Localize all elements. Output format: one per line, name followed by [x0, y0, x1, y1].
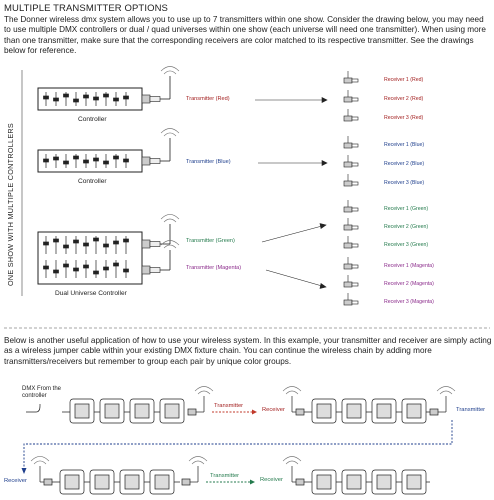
jumper-paragraph: Below is another useful application of h…: [4, 336, 492, 366]
chain-receiver-3-label: Receiver: [260, 477, 283, 483]
receiver-blue-1-label: Receiver 1 (Blue): [384, 142, 425, 148]
intro-paragraph: The Donner wireless dmx system allows yo…: [4, 15, 486, 56]
transmitter-blue-label: Transmitter (Blue): [186, 159, 231, 165]
controller-1-faders: [43, 92, 129, 106]
receiver-red-3-label: Receiver 3 (Red): [384, 115, 424, 121]
receiver-magenta-1-label: Receiver 1 (Magenta): [384, 263, 434, 269]
receiver-red-1-label: Receiver 1 (Red): [384, 77, 424, 83]
receiver-red-2-label: Receiver 2 (Red): [384, 96, 424, 102]
receiver-blue-2-label: Receiver 2 (Blue): [384, 161, 425, 167]
receiver-green-1-label: Receiver 1 (Green): [384, 206, 429, 212]
chain-transmitter-3-label: Transmitter: [210, 473, 240, 479]
signal-arrows: [255, 97, 328, 289]
controller-1-label: Controller: [78, 116, 107, 123]
receiver-magenta-2-label: Receiver 2 (Magenta): [384, 281, 434, 287]
receiver-blue-3-label: Receiver 3 (Blue): [384, 180, 425, 186]
chain-receiver-1-label: Receiver: [262, 407, 285, 413]
transmitter-green-label: Transmitter (Green): [186, 238, 235, 244]
transmitter-red-label: Transmitter (Red): [186, 96, 230, 102]
controller-3-label: Dual Universe Controller: [55, 290, 127, 297]
page-title: MULTIPLE TRANSMITTER OPTIONS: [4, 3, 168, 14]
receiver-green-3-label: Receiver 3 (Green): [384, 242, 429, 248]
dmx-chain-row-2: [30, 456, 430, 495]
chain-transmitter-2-label: Transmitter: [456, 407, 486, 413]
controller-2: [37, 128, 180, 173]
chain-receiver-2-label: Receiver: [4, 478, 27, 484]
dmx-source-label: DMX From the controller: [22, 386, 62, 399]
controller-1: [37, 66, 180, 111]
receiver-magenta-3-label: Receiver 3 (Magenta): [384, 299, 434, 305]
receiver-green-2-label: Receiver 2 (Green): [384, 224, 429, 230]
chain-transmitter-1-label: Transmitter: [214, 403, 244, 409]
controller-2-label: Controller: [78, 178, 107, 185]
transmitter-magenta-label: Transmitter (Magenta): [186, 265, 242, 271]
controller-3: [37, 214, 180, 285]
receiver-units: [343, 71, 359, 306]
dmx-chain-row-1: [21, 386, 456, 474]
